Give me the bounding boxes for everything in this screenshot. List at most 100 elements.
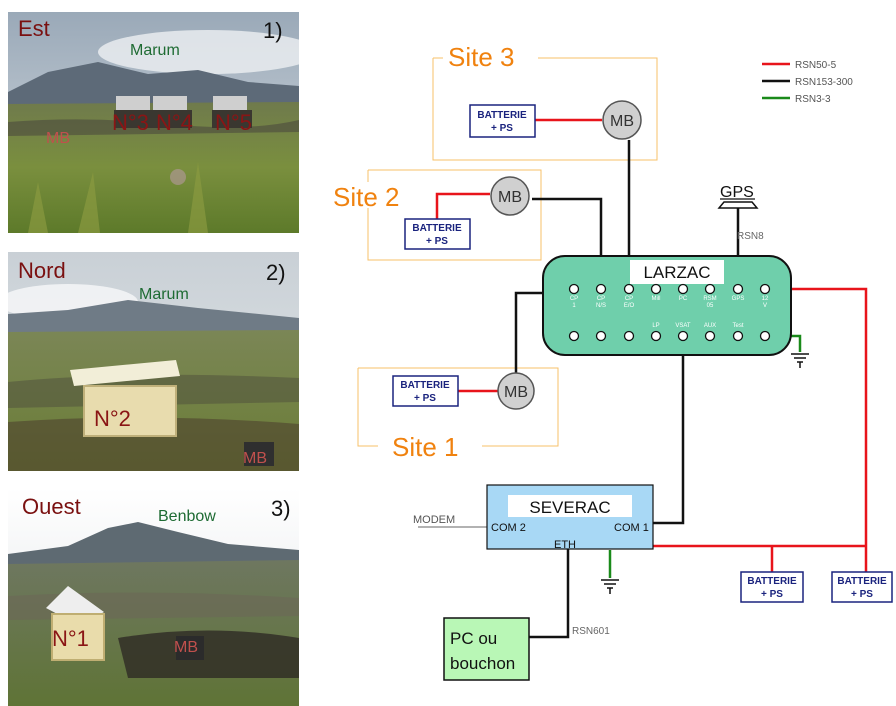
larzac-port-top-6 bbox=[704, 283, 716, 295]
larzac-port-bottom-4 bbox=[650, 330, 662, 342]
cable-vsat-com1 bbox=[653, 336, 685, 525]
site3-battery-line1: BATTERIE bbox=[477, 110, 527, 121]
pc-cable-label: RSN601 bbox=[572, 626, 610, 637]
larzac-port-top-8 bbox=[759, 283, 771, 295]
ground-symbol-larzac bbox=[791, 353, 809, 368]
site1-battery: BATTERIE + PS bbox=[392, 375, 459, 407]
site1-frame bbox=[358, 367, 559, 447]
larzac-port-label-top-2: N/S bbox=[596, 303, 606, 309]
photo-nord-direction: Nord bbox=[18, 258, 66, 283]
battery-box-left: BATTERIE + PS bbox=[740, 571, 804, 603]
ground-symbol-severac bbox=[601, 579, 619, 594]
larzac-port-bottom-8 bbox=[759, 330, 771, 342]
photo-ouest-number: 3) bbox=[271, 496, 291, 521]
larzac-port-label-bottom-4: LP bbox=[652, 323, 659, 329]
larzac-port-bottom-2 bbox=[595, 330, 607, 342]
site3-label: Site 3 bbox=[448, 42, 515, 72]
larzac-port-top-2 bbox=[595, 283, 607, 295]
pc-line2: bouchon bbox=[450, 654, 515, 673]
photo-est-landscape bbox=[8, 12, 299, 233]
photo-est: Est 1) Marum N°3 N°4 N°5 MB bbox=[8, 12, 299, 233]
larzac-port-label-top-6: RSM bbox=[703, 296, 716, 302]
photo-nord-mountain: Marum bbox=[139, 286, 189, 303]
legend-label-rsn50: RSN50-5 bbox=[795, 60, 837, 71]
larzac-port-label-top-1: CP bbox=[570, 296, 578, 302]
severac-com2: COM 2 bbox=[491, 522, 526, 534]
larzac-port-label-top-4: Mill bbox=[652, 296, 661, 302]
site3-battery: BATTERIE + PS bbox=[469, 104, 536, 138]
larzac-port-label-top-2: CP bbox=[597, 296, 605, 302]
larzac-port-label-top-7: GPS bbox=[732, 296, 745, 302]
photo-nord-landscape bbox=[8, 252, 299, 471]
photo-ouest-direction: Ouest bbox=[22, 494, 81, 519]
larzac-port-label-bottom-6: AUX bbox=[704, 323, 716, 329]
site3-mb: MB bbox=[602, 100, 642, 140]
larzac-port-top-5 bbox=[677, 283, 689, 295]
site2-battery: BATTERIE + PS bbox=[404, 218, 471, 250]
site1-mb: MB bbox=[497, 372, 535, 410]
severac-title: SEVERAC bbox=[529, 498, 610, 517]
larzac-port-label-bottom-5: VSAT bbox=[675, 323, 691, 329]
site2-mb-label: MB bbox=[498, 189, 522, 206]
battery-box-left-line2: + PS bbox=[761, 589, 783, 600]
photo-ouest-mb: MB bbox=[174, 639, 198, 656]
severac-unit: SEVERAC COM 2 COM 1 ETH bbox=[486, 484, 654, 551]
site2-battery-line2: + PS bbox=[426, 236, 448, 247]
photo-est-direction: Est bbox=[18, 16, 50, 41]
modem-label: MODEM bbox=[413, 514, 455, 526]
legend: RSN50-5 RSN153-300 RSN3-3 bbox=[762, 60, 853, 105]
legend-label-rsn3: RSN3-3 bbox=[795, 94, 831, 105]
photo-est-mb: MB bbox=[46, 130, 70, 147]
cable-12v-battery bbox=[765, 287, 868, 572]
site3-battery-line2: + PS bbox=[491, 123, 513, 134]
larzac-port-label-top-3: CP bbox=[625, 296, 633, 302]
larzac-port-top-4 bbox=[650, 283, 662, 295]
site1-battery-line2: + PS bbox=[414, 393, 436, 404]
battery-box-right-line1: BATTERIE bbox=[837, 576, 887, 587]
larzac-port-bottom-7 bbox=[732, 330, 744, 342]
larzac-port-bottom-3 bbox=[623, 330, 635, 342]
severac-com1: COM 1 bbox=[614, 522, 649, 534]
photo-ouest: Ouest 3) Benbow N°1 MB bbox=[8, 488, 299, 706]
larzac-port-label-top-5: PC bbox=[679, 296, 688, 302]
photo-est-mountain: Marum bbox=[130, 42, 180, 59]
larzac-port-top-3 bbox=[623, 283, 635, 295]
site2-battery-line1: BATTERIE bbox=[412, 223, 462, 234]
gps-antenna: GPS RSN8 bbox=[717, 184, 764, 242]
larzac-port-label-bottom-7: Test bbox=[732, 323, 743, 329]
photo-est-number: 1) bbox=[263, 18, 283, 43]
cable-eth-pc bbox=[529, 548, 570, 639]
photo-est-station-4: N°4 bbox=[156, 110, 193, 135]
photo-nord: Nord 2) Marum N°2 MB bbox=[8, 252, 299, 471]
site1-label: Site 1 bbox=[392, 432, 459, 462]
photo-nord-station: N°2 bbox=[94, 406, 131, 431]
gps-cable-label: RSN8 bbox=[737, 231, 764, 242]
photo-ouest-mountain: Benbow bbox=[158, 508, 216, 525]
larzac-title: LARZAC bbox=[643, 263, 710, 282]
cable-site2-battery-mb bbox=[435, 192, 490, 219]
photo-ouest-landscape bbox=[8, 488, 299, 706]
pc-line1: PC ou bbox=[450, 629, 497, 648]
larzac-port-top-1 bbox=[568, 283, 580, 295]
site1-mb-label: MB bbox=[504, 384, 528, 401]
battery-box-left-line1: BATTERIE bbox=[747, 576, 797, 587]
larzac-port-top-7 bbox=[732, 283, 744, 295]
pc-unit: PC ou bouchon RSN601 bbox=[443, 617, 610, 681]
gps-label: GPS bbox=[720, 184, 754, 201]
larzac-port-label-top-8: V bbox=[763, 303, 767, 309]
site2-frame bbox=[367, 169, 542, 261]
larzac-port-label-top-6: 05 bbox=[707, 303, 714, 309]
larzac-port-label-top-8: 12 bbox=[762, 296, 769, 302]
site2-mb: MB bbox=[490, 176, 530, 216]
site3-mb-label: MB bbox=[610, 113, 634, 130]
battery-box-right: BATTERIE + PS bbox=[831, 571, 893, 603]
site3-frame bbox=[432, 57, 658, 161]
larzac-port-bottom-5 bbox=[677, 330, 689, 342]
site2-label: Site 2 bbox=[333, 182, 400, 212]
larzac-port-label-top-3: E/O bbox=[624, 303, 635, 309]
photo-nord-mb: MB bbox=[243, 450, 267, 467]
photo-ouest-station: N°1 bbox=[52, 626, 89, 651]
site1-frame-left bbox=[357, 368, 378, 447]
